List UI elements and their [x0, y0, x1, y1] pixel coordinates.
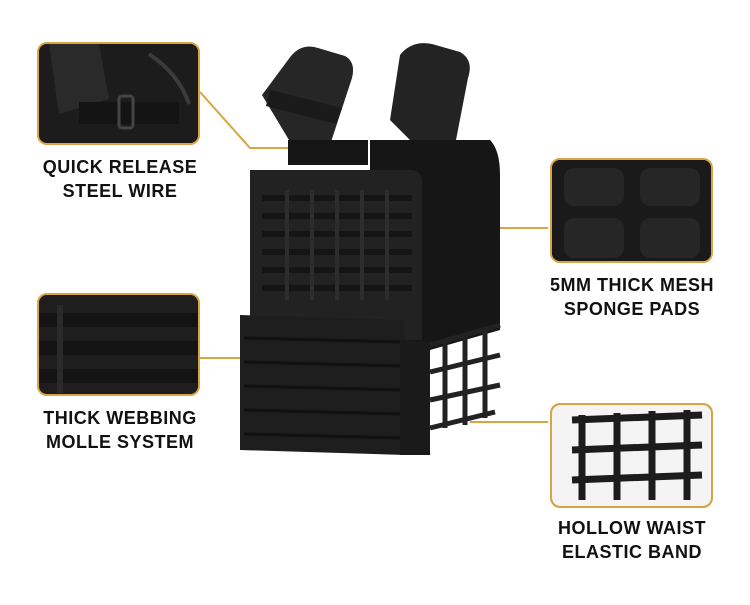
detail-mesh-pads-image [550, 158, 713, 263]
caption-line-2: SPONGE PADS [563, 299, 701, 319]
caption-quick-release: QUICK RELEASE STEEL WIRE [20, 155, 220, 203]
mesh-pad-icon [552, 160, 711, 261]
caption-line-1: THICK WEBBING [43, 408, 197, 428]
elastic-band-icon [552, 405, 711, 506]
molle-dividers [285, 190, 389, 300]
caption-line-1: QUICK RELEASE [42, 157, 198, 177]
webbing-rows [243, 336, 403, 440]
caption-line-1: 5MM THICK MESH [550, 275, 714, 295]
webbing-icon [39, 295, 198, 394]
caption-line-1: HOLLOW WAIST [558, 518, 706, 538]
detail-waist-band-image [550, 403, 713, 508]
detail-molle-image [37, 293, 200, 396]
caption-waist-band: HOLLOW WAIST ELASTIC BAND [532, 516, 732, 564]
strap-buckle-icon [39, 44, 198, 143]
detail-quick-release-image [37, 42, 200, 145]
caption-molle: THICK WEBBING MOLLE SYSTEM [20, 406, 220, 454]
caption-line-2: ELASTIC BAND [562, 542, 702, 562]
elastic-grid [429, 322, 501, 431]
caption-mesh-pads: 5MM THICK MESH SPONGE PADS [532, 273, 732, 321]
caption-line-2: STEEL WIRE [62, 181, 178, 201]
caption-line-2: MOLLE SYSTEM [45, 432, 194, 452]
